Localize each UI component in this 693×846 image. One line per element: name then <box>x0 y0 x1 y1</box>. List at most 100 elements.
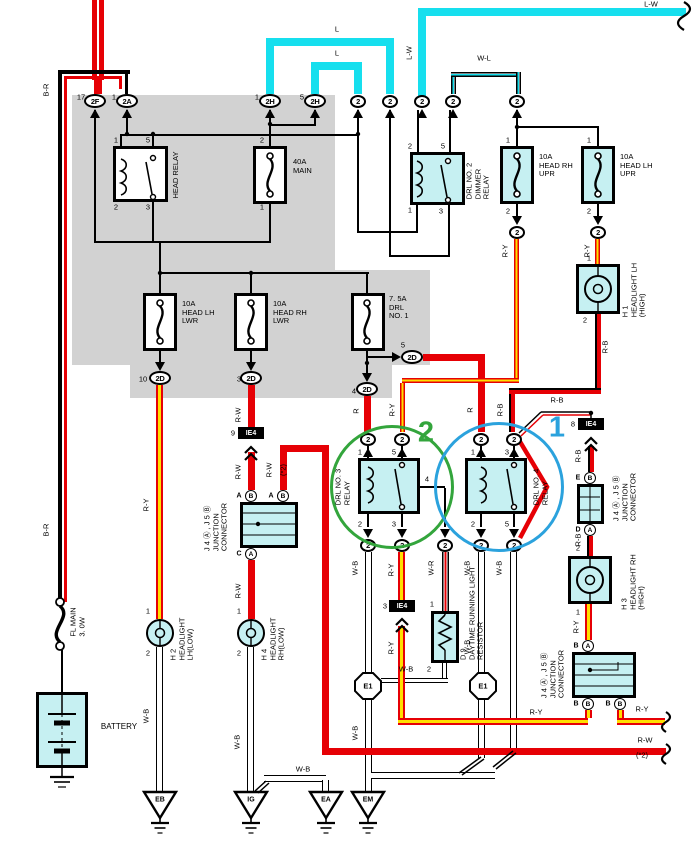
label-wb: W-B <box>141 708 151 724</box>
label-4: 4 <box>351 386 357 396</box>
wire-bk <box>58 70 130 74</box>
junction-pin-circle: A <box>584 524 596 536</box>
wire-bk <box>269 110 271 126</box>
wire-wb <box>156 647 163 792</box>
connector-ie4: IE4 <box>238 427 264 439</box>
wire-bk <box>94 110 96 242</box>
wire-cy <box>311 62 319 94</box>
wire-arrow-icon <box>265 109 275 118</box>
wire-r <box>280 445 329 452</box>
wire-arrow-icon <box>363 448 373 457</box>
wire-ry <box>595 239 600 264</box>
wire-wb <box>510 552 517 752</box>
wire-arrow-icon <box>509 529 519 538</box>
wire-arrow-icon <box>440 529 450 538</box>
label-1: 1 <box>254 92 260 102</box>
wire-bk <box>159 241 161 293</box>
label-eb: EB <box>155 796 165 804</box>
wire-rb <box>509 394 515 432</box>
component-label: H 3 HEADLIGHT RH (HIGH) <box>619 554 646 610</box>
label-wb: W-B <box>398 664 414 674</box>
label-em: EM <box>362 796 374 804</box>
wire-bk <box>597 128 599 146</box>
label-rw: R-W <box>233 464 243 480</box>
wire-ry <box>156 385 163 619</box>
wire-bk <box>159 272 369 274</box>
component-label: DRL NO. 2 DIMMER RELAY <box>464 162 491 200</box>
wire-rb <box>587 536 593 556</box>
wire-cy <box>354 62 362 94</box>
wire-bk <box>120 134 359 136</box>
junction-pin-letter: A <box>236 492 242 500</box>
component-label: H 4 HEADLIGHT RH(LOW) <box>259 617 286 661</box>
label-2: 2 <box>113 202 119 212</box>
wire-bk <box>250 274 252 293</box>
wire-bk <box>401 514 403 527</box>
label-1: 1 <box>575 607 581 617</box>
wire-bk <box>366 274 368 293</box>
component-label: HEAD RELAY <box>170 151 180 199</box>
wire-wb <box>478 552 485 673</box>
gray-region <box>72 95 335 270</box>
label-1: 1 <box>113 135 119 145</box>
wire-cy <box>418 8 686 16</box>
wb-diagonal-wire <box>254 780 267 792</box>
e1-connector-label: E1 <box>478 681 488 691</box>
wire-bk <box>516 204 518 218</box>
label-rw: R-W <box>233 407 243 423</box>
wire-arrow-icon <box>476 448 486 457</box>
wire-r <box>248 560 255 619</box>
connector-oval-2: 2 <box>437 538 453 552</box>
label-1: 1 <box>586 135 592 145</box>
wire-arrow-icon <box>417 109 427 118</box>
component-label: 7. 5A DRL NO. 1 <box>389 294 409 320</box>
connector-oval-2: 2 <box>445 94 461 108</box>
wire-bk <box>152 202 154 243</box>
wire-bk <box>357 110 359 233</box>
wire-arrow-icon <box>392 352 401 362</box>
label-rb: R-B <box>600 340 610 354</box>
wire-arrow-icon <box>155 362 165 371</box>
wire-arrow-icon <box>90 109 100 118</box>
wire-bk <box>314 110 316 126</box>
component-label: D 9 DAYTIME RUNNING LIGHT RESISTOR <box>458 565 485 661</box>
wire-wb <box>322 780 329 792</box>
junction-pin-letter: D <box>575 526 581 534</box>
component-label: 10A HEAD LH UPR <box>620 152 653 178</box>
wire-ry <box>400 383 405 432</box>
wire-rr <box>92 0 104 80</box>
label-wb: W-B <box>350 725 360 741</box>
component-label: 10A HEAD LH LWR <box>182 299 215 325</box>
label-2: 2 <box>407 141 413 151</box>
wire-ry <box>514 239 519 380</box>
gray-region <box>130 365 392 398</box>
junction-connector-left-box <box>240 502 298 548</box>
label-rb: R-B <box>550 395 564 405</box>
wire-bk <box>357 231 418 233</box>
junction-pin-letter: E <box>575 474 581 482</box>
wire-ry <box>585 604 592 640</box>
label-r: R <box>465 407 475 413</box>
connector-oval-2: 2 <box>360 432 376 446</box>
label-1: 1 <box>470 447 476 457</box>
label-rb: R-B <box>573 449 583 463</box>
label-ry: R-Y <box>500 244 510 258</box>
wire-wb <box>365 552 372 673</box>
wire-ryh <box>402 378 519 383</box>
wire-bk <box>152 136 154 146</box>
label-rw: R-W <box>637 735 653 745</box>
component-label: 10A HEAD RH UPR <box>539 152 573 178</box>
drl-no2-dimmer-relay-box <box>410 152 465 205</box>
label-1: 1 <box>407 205 413 215</box>
connector-oval-2: 2 <box>350 94 366 108</box>
wire-over-ryh <box>617 718 665 725</box>
wire-arrow-icon <box>246 362 256 371</box>
label-ry: R-Y <box>386 641 396 655</box>
wire-arrow-icon <box>310 109 320 118</box>
label-2: 2 <box>145 648 151 658</box>
connector-oval-2: 2 <box>590 225 606 239</box>
wire-r <box>248 385 255 427</box>
junction-pin-circle: B <box>614 698 626 710</box>
component-label: H 1 HEADLIGHT LH (HIGH) <box>620 262 647 318</box>
wire-arrow-icon <box>362 373 372 382</box>
